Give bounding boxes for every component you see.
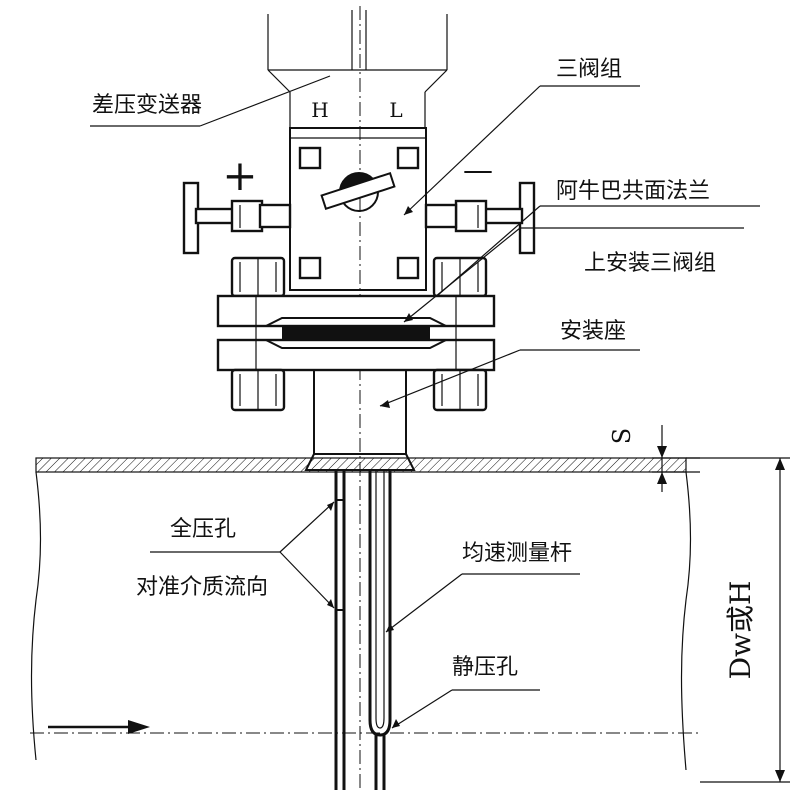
annubar-flange-label: 阿牛巴共面法兰 bbox=[556, 179, 710, 204]
static-hole-label: 静压孔 bbox=[452, 655, 518, 680]
coplanar-flange bbox=[216, 294, 496, 372]
l-port-label: L bbox=[389, 98, 402, 122]
mounting-seat bbox=[304, 369, 416, 471]
probe-rod bbox=[334, 470, 392, 790]
three-valve-manifold bbox=[289, 127, 427, 291]
total-pressure-hole-label: 全压孔 bbox=[170, 517, 236, 542]
transmitter: H L bbox=[267, 10, 448, 128]
lower-bolts bbox=[230, 368, 488, 412]
valve-handwheel-right-icon bbox=[424, 181, 536, 255]
s-dimension: S bbox=[608, 425, 700, 492]
minus-sign: — bbox=[463, 153, 493, 188]
pipe-wall-hatch bbox=[35, 457, 687, 473]
valve-handwheel-icon bbox=[182, 181, 292, 255]
annubar-flange-label-2: 上安装三阀组 bbox=[584, 251, 716, 276]
s-label: S bbox=[608, 428, 636, 444]
diameter-dimension: Dw或H bbox=[686, 457, 790, 783]
probe-rod-label: 均速测量杆 bbox=[462, 541, 572, 566]
callout-labels: 差压变送器 三阀组 阿牛巴共面法兰 上安装三阀组 安装座 全压孔 对准介质流向 … bbox=[92, 57, 716, 680]
pipe-left-break bbox=[30, 471, 42, 761]
diameter-label: Dw或H bbox=[724, 581, 757, 680]
plus-sign: + bbox=[222, 151, 257, 200]
pipe-right-break bbox=[680, 471, 692, 771]
right-arrow-icon bbox=[48, 720, 150, 734]
transmitter-label: 差压变送器 bbox=[92, 93, 202, 118]
leader-lines bbox=[90, 75, 760, 729]
align-flow-label: 对准介质流向 bbox=[136, 575, 268, 600]
mount-seat-label: 安装座 bbox=[560, 319, 626, 344]
three-valve-label: 三阀组 bbox=[556, 57, 622, 82]
pipe bbox=[30, 457, 700, 771]
h-port-label: H bbox=[311, 98, 328, 122]
